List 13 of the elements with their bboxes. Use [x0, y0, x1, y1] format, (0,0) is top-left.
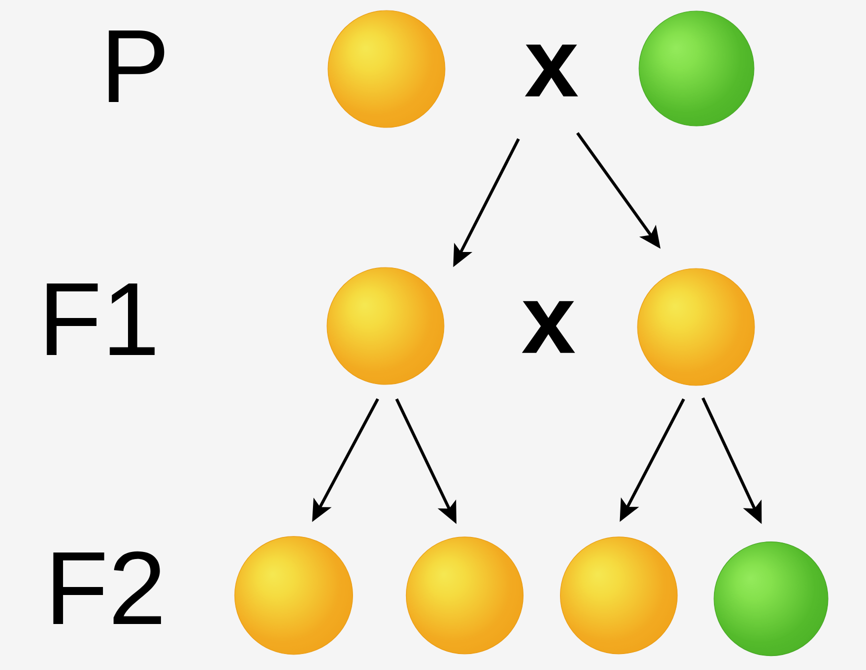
circle	[714, 542, 828, 656]
circle	[234, 536, 353, 655]
generation-label: P	[108, 30, 164, 102]
generation-label: F1	[46, 283, 155, 355]
cross-sign: x	[522, 301, 576, 353]
circle	[638, 10, 754, 126]
circle	[328, 10, 446, 128]
generation-label: F2	[53, 551, 161, 624]
circle	[326, 267, 444, 385]
circle	[406, 536, 524, 654]
circle	[560, 536, 678, 654]
cross-sign: x	[524, 44, 578, 96]
circle	[637, 268, 755, 386]
